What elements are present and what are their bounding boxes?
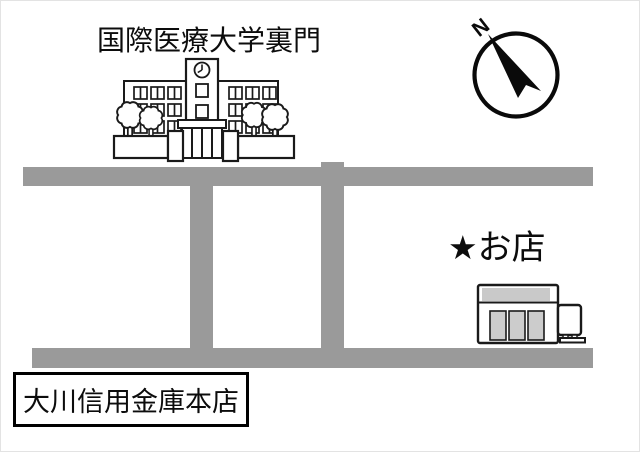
shop-label: ★お店: [448, 220, 546, 269]
road-vertical-left: [190, 184, 213, 350]
road-horizontal-bottom: [32, 348, 593, 368]
school-building-icon: [112, 57, 296, 163]
compass-north-icon: N: [468, 14, 560, 119]
university-label: 国際医療大学裏門: [97, 25, 322, 56]
bank-label-text: 大川信用金庫本店: [23, 387, 239, 417]
road-horizontal-top: [23, 167, 593, 186]
school-entrance: [177, 119, 227, 159]
bank-label-box: 大川信用金庫本店: [13, 372, 249, 427]
shop-awning: [482, 288, 550, 301]
star-marker-icon: ★: [448, 229, 478, 266]
school-wall: [112, 129, 296, 163]
shop-building-icon: [476, 283, 586, 345]
vending-machine-icon: [556, 303, 586, 344]
compass-arrow: [488, 34, 541, 98]
road-vertical-right: [321, 162, 344, 350]
shop-door-panels: [489, 310, 545, 341]
shop-label-text: お店: [477, 229, 546, 267]
tree-icons: [116, 101, 289, 146]
